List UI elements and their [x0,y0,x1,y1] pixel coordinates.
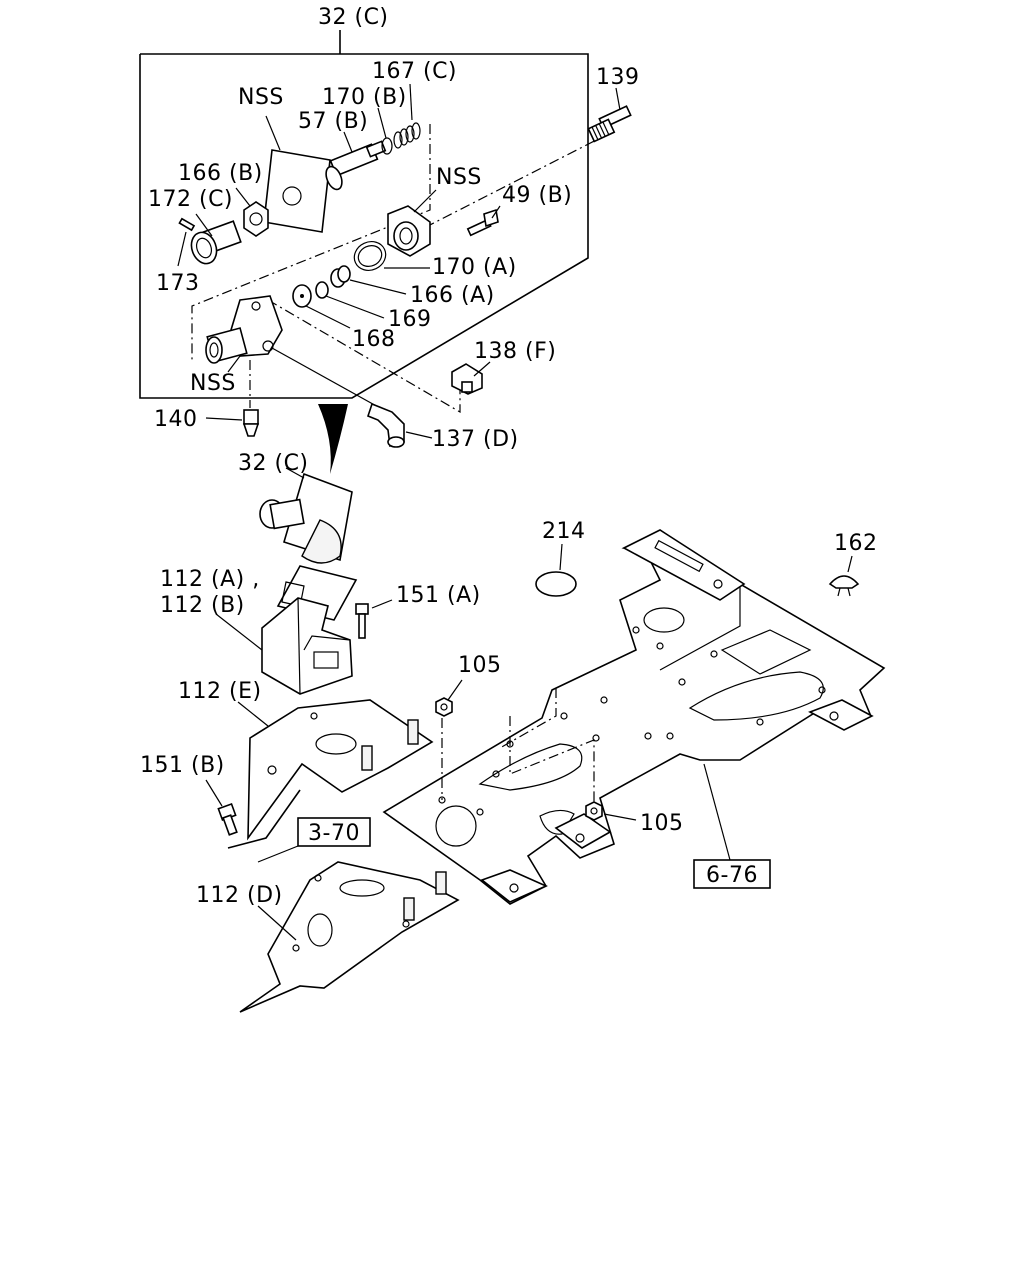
bolt-151a [355,603,369,639]
reference-box-3-70[interactable] [297,817,371,847]
assembly-box-outline [139,53,589,399]
nut-166b [243,201,269,237]
disc-168 [292,284,312,308]
nut-166a [330,265,351,288]
callout-166b: 166 (B) [178,161,263,186]
callout-173: 173 [156,271,200,296]
o-ring-170a [353,241,387,271]
bracket-112ab [261,597,353,695]
callout-57b: 57 (B) [298,109,368,134]
callout-137d: 137 (D) [432,427,519,452]
linkage-rod [227,789,301,849]
nss-valve-body [205,295,283,364]
callout-151b: 151 (B) [140,753,225,778]
assembly-arrow [318,404,348,474]
callout-151a: 151 (A) [396,583,481,608]
nss-flange [387,205,431,257]
assembled-valve-32c [259,472,353,564]
callout-166a: 166 (A) [410,283,495,308]
guide-line-3 [419,131,613,231]
screw-49b [466,208,499,237]
callout-nss-top: NSS [238,85,284,110]
callout-172c: 172 (C) [148,187,233,212]
bracket-112e [247,699,434,841]
callout-112a: 112 (A) , [160,567,260,592]
guide-line-2 [267,299,461,414]
callout-112e: 112 (E) [178,679,262,704]
hose-nipple-139 [587,105,632,143]
valve-to-elbow-leader [271,347,381,409]
callout-105-bot: 105 [640,811,684,836]
callout-nss-mid: NSS [436,165,482,190]
nss-gasket-plate [263,149,331,233]
callout-112b: 112 (B) [160,593,245,618]
guide-line-1 [191,124,431,360]
washer-169 [315,281,329,299]
tee-fitting-138f [451,363,483,395]
o-ring-170b [381,137,393,155]
callout-49b: 49 (B) [502,183,572,208]
callout-167c: 167 (C) [372,59,457,84]
pin-173 [178,217,196,232]
callout-138f: 138 (F) [474,339,556,364]
callout-140: 140 [154,407,198,432]
nut-105-bottom [585,801,603,821]
callout-170b: 170 (B) [322,85,407,110]
callout-105-top: 105 [458,653,502,678]
clip-162 [828,575,860,597]
bolt-151b [217,802,238,836]
reference-3-70-text[interactable]: 3-70 [308,821,360,846]
plate-guide-1 [499,688,557,749]
elbow-137d [367,402,405,448]
valve-stem-57b [325,140,387,191]
bracket-112d [239,861,460,1013]
callout-32c-top: 32 (C) [318,5,389,30]
callout-139: 139 [596,65,640,90]
reference-box-6-76[interactable] [693,859,771,889]
grease-nipple-140 [242,409,260,437]
spring-167c [393,122,421,149]
reference-6-76-text[interactable]: 6-76 [706,863,758,888]
sleeve-172c [190,220,242,265]
callout-214: 214 [542,519,586,544]
callout-169: 169 [388,307,432,332]
callout-112d: 112 (D) [196,883,283,908]
plug-214 [535,571,577,597]
callout-170a: 170 (A) [432,255,517,280]
callout-nss-bot: NSS [190,371,236,396]
callout-32c-mid: 32 (C) [238,451,309,476]
plate-guide-2 [509,716,595,806]
callout-168: 168 [352,327,396,352]
floor-plate [382,529,886,905]
callout-162: 162 [834,531,878,556]
nut-105-top [435,697,453,717]
